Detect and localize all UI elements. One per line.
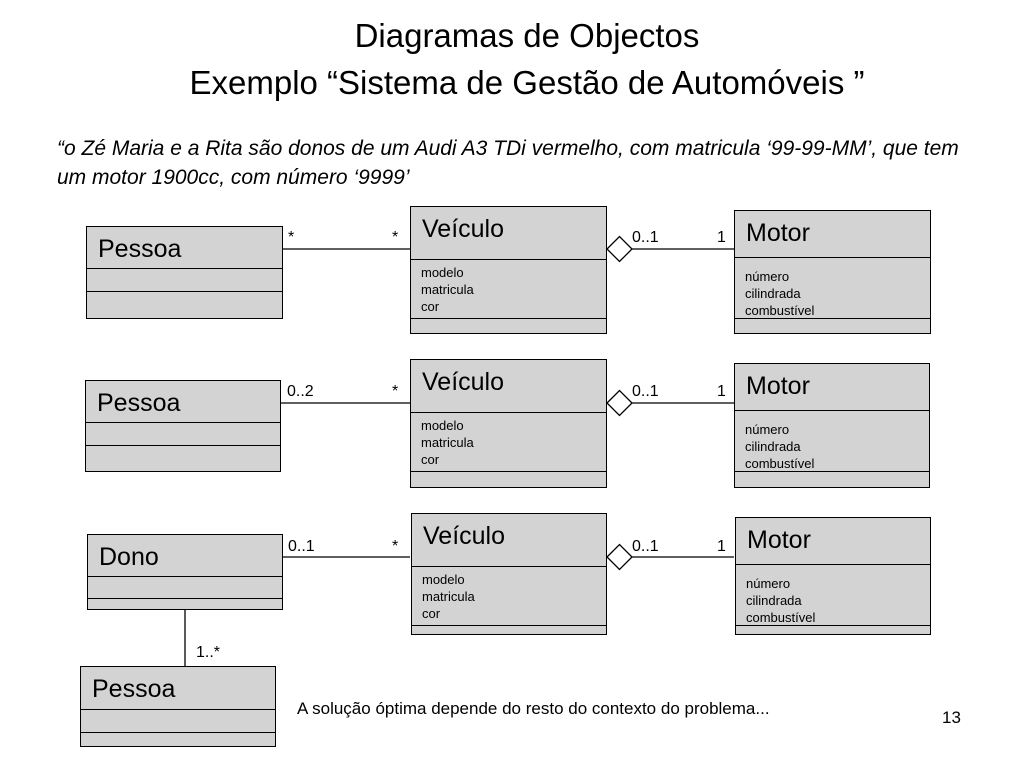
- class-divider: [86, 445, 280, 446]
- class-name: Veículo: [423, 522, 506, 550]
- attribute: modelo: [422, 572, 465, 587]
- attribute-list: modelo matricula cor: [422, 571, 475, 622]
- class-name: Pessoa: [98, 235, 182, 263]
- class-box-pessoa-row1: Pessoa: [86, 226, 283, 319]
- page-number: 13: [942, 708, 961, 727]
- class-divider: [87, 268, 282, 269]
- class-divider: [412, 566, 606, 567]
- class-divider: [411, 259, 606, 260]
- class-divider: [88, 576, 282, 577]
- attribute: cilindrada: [745, 439, 801, 454]
- class-box-motor-row1: Motor número cilindrada combustível: [734, 210, 931, 334]
- class-name: Pessoa: [97, 389, 181, 417]
- attribute: número: [745, 269, 790, 284]
- attribute: matricula: [421, 282, 474, 297]
- class-divider: [87, 291, 282, 292]
- slide-subtitle: Exemplo “Sistema de Gestão de Automóveis…: [189, 64, 865, 101]
- attribute: cilindrada: [746, 593, 802, 608]
- attribute: matricula: [421, 435, 474, 450]
- multiplicity-label: 0..1: [632, 383, 659, 400]
- class-divider: [86, 422, 280, 423]
- class-divider: [81, 732, 275, 733]
- class-divider: [735, 410, 929, 411]
- attribute: combustível: [745, 303, 815, 318]
- class-box-motor-row2: Motor número cilindrada combustível: [734, 363, 930, 488]
- attribute: número: [746, 576, 791, 591]
- attribute-list: modelo matricula cor: [421, 417, 474, 468]
- class-box-motor-row3: Motor número cilindrada combustível: [735, 517, 931, 635]
- class-divider: [88, 598, 282, 599]
- class-divider: [736, 564, 930, 565]
- multiplicity-label: 1..*: [196, 644, 221, 661]
- aggregation-diamond-row1: [606, 235, 633, 263]
- multiplicity-label: 1: [717, 538, 726, 555]
- class-box-veiculo-row2: Veículo modelo matricula cor: [410, 359, 607, 488]
- class-divider: [411, 318, 606, 319]
- attribute: cor: [421, 299, 440, 314]
- attribute: modelo: [421, 418, 464, 433]
- attribute: combustível: [745, 456, 815, 471]
- aggregation-diamond-row3: [606, 543, 633, 571]
- class-name: Motor: [747, 526, 811, 554]
- footer-note: A solução óptima depende do resto do con…: [297, 699, 770, 718]
- class-box-veiculo-row1: Veículo modelo matricula cor: [410, 206, 607, 334]
- multiplicity-label: 0..1: [288, 538, 315, 555]
- attribute: cilindrada: [745, 286, 801, 301]
- class-divider: [736, 625, 930, 626]
- attribute-list: número cilindrada combustível: [745, 268, 814, 319]
- multiplicity-label: *: [392, 383, 399, 400]
- attribute: número: [745, 422, 790, 437]
- multiplicity-label: *: [392, 229, 399, 246]
- class-divider: [735, 471, 929, 472]
- attribute: combustível: [746, 610, 816, 625]
- class-divider: [735, 257, 930, 258]
- attribute-list: número cilindrada combustível: [745, 421, 814, 472]
- attribute-list: número cilindrada combustível: [746, 575, 815, 626]
- class-name: Veículo: [422, 368, 505, 396]
- class-box-pessoa-row2: Pessoa: [85, 380, 281, 472]
- attribute: cor: [421, 452, 440, 467]
- class-name: Motor: [746, 219, 810, 247]
- class-divider: [412, 625, 606, 626]
- class-name: Pessoa: [92, 675, 176, 703]
- class-divider: [411, 412, 606, 413]
- multiplicity-label: 1: [717, 383, 726, 400]
- class-divider: [735, 318, 930, 319]
- multiplicity-label: 0..1: [632, 229, 659, 246]
- attribute: cor: [422, 606, 441, 621]
- multiplicity-label: 0..1: [632, 538, 659, 555]
- class-divider: [411, 471, 606, 472]
- problem-statement: “o Zé Maria e a Rita são donos de um Aud…: [57, 137, 959, 189]
- attribute: matricula: [422, 589, 475, 604]
- class-name: Veículo: [422, 215, 505, 243]
- multiplicity-label: *: [288, 229, 295, 246]
- attribute-list: modelo matricula cor: [421, 264, 474, 315]
- class-box-dono-row3: Dono: [87, 534, 283, 610]
- class-box-pessoa-bottom: Pessoa: [80, 666, 276, 747]
- multiplicity-label: *: [392, 538, 399, 555]
- slide-title: Diagramas de Objectos: [354, 17, 700, 54]
- class-divider: [81, 709, 275, 710]
- aggregation-diamond-row2: [606, 389, 633, 417]
- multiplicity-label: 1: [717, 229, 726, 246]
- multiplicity-label: 0..2: [287, 383, 314, 400]
- class-box-veiculo-row3: Veículo modelo matricula cor: [411, 513, 607, 635]
- class-name: Dono: [99, 543, 159, 571]
- class-name: Motor: [746, 372, 810, 400]
- attribute: modelo: [421, 265, 464, 280]
